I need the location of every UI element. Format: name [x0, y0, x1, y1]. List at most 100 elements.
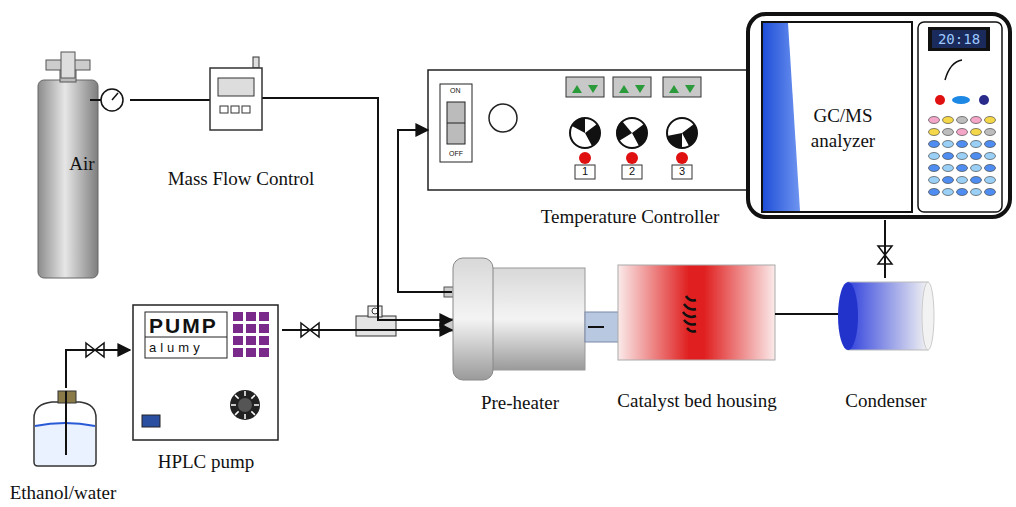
air-cylinder-part [90, 99, 101, 101]
temperature-controller: Temperature Controller [428, 70, 832, 228]
node-label: Ethanol/water [10, 482, 117, 504]
keypad-part [957, 153, 968, 160]
control-module-part [579, 152, 591, 164]
control-module [663, 77, 701, 179]
gc-ms-analyzer-part [945, 60, 962, 80]
gc-ms-analyzer-part [748, 14, 1010, 217]
switch-label: ON [450, 87, 461, 94]
keypad-part [943, 117, 954, 124]
gc-ms-analyzer-part [935, 95, 945, 105]
keypad-part [929, 141, 940, 148]
control-module-part [616, 121, 646, 146]
air-cylinder-part [112, 93, 118, 100]
keypad-part [971, 177, 982, 184]
keypad-part [246, 336, 256, 345]
keypad-part [233, 348, 243, 357]
node-label: Catalyst bed housing [617, 390, 776, 412]
keypad-part [943, 177, 954, 184]
keypad-part [985, 177, 996, 184]
connecting-tube [585, 312, 620, 342]
pump-knob-part [231, 404, 236, 406]
mass-flow-controller [148, 57, 334, 130]
keypad-part [246, 324, 256, 333]
control-module [613, 77, 651, 179]
air-cylinder [38, 52, 123, 278]
gc-ms-analyzer-part [918, 22, 1002, 212]
gc-ms-analyzer [748, 14, 1010, 217]
keypad-part [929, 165, 940, 172]
keypad-part [957, 141, 968, 148]
keypad-part [957, 165, 968, 172]
node-label: Condenser [845, 390, 926, 412]
gc-ms-analyzer-part [952, 96, 970, 104]
control-module-part [622, 165, 642, 179]
node-label: Air [69, 153, 94, 175]
keypad-part [943, 141, 954, 148]
catalyst-bed-part [683, 296, 696, 332]
channel-number: 2 [622, 166, 642, 177]
keypad-part [971, 141, 982, 148]
air-cylinder-part [101, 89, 123, 111]
node-label: Pre-heater [481, 392, 559, 414]
pre-heater [444, 258, 585, 380]
keypad-part [929, 153, 940, 160]
catalyst-bed [618, 265, 790, 360]
pump-knob-part [235, 411, 239, 415]
pipe-connector [66, 350, 130, 388]
display-text: PUMP [149, 315, 218, 336]
node-label: Temperature Controller [541, 206, 720, 228]
pump-knob-part [230, 390, 260, 420]
temperature-controller-unit-part [489, 104, 517, 132]
keypad-part [985, 141, 996, 148]
pump-knob-part [254, 404, 259, 406]
gc-ms-analyzer-part [932, 30, 986, 48]
keypad-part [259, 324, 269, 333]
gc-ms-analyzer-part [763, 23, 800, 211]
control-module-part [626, 152, 638, 164]
keypad-part [929, 177, 940, 184]
mass-flow-controller-part [253, 57, 259, 68]
keypad [233, 312, 269, 357]
pipe-connector [334, 98, 452, 320]
keypad-part [985, 165, 996, 172]
control-module-part [575, 165, 595, 179]
feed-bottle: Ethanol/water [6, 388, 121, 504]
keypad-part [929, 117, 940, 124]
pump-knob-part [238, 398, 252, 412]
control-module-part [667, 118, 697, 148]
mass-flow-controller-part [231, 106, 239, 113]
pipe-connector [790, 313, 836, 315]
keypad-part [957, 117, 968, 124]
keypad-part [971, 189, 982, 196]
node-label: Mass Flow Control [168, 168, 315, 190]
control-module-part [663, 77, 701, 97]
solution-bottle [34, 391, 96, 466]
keypad-part [957, 129, 968, 136]
condenser-part [848, 282, 928, 350]
air-cylinder-part [38, 80, 98, 278]
control-module [566, 77, 604, 179]
node-label: GC/MS analyzer [783, 104, 903, 153]
connecting-tube-part [585, 312, 620, 342]
keypad-part [985, 189, 996, 196]
keypad-part [246, 312, 256, 321]
keypad-part [943, 189, 954, 196]
keypad-part [246, 348, 256, 357]
hplc-pump-part [145, 312, 227, 358]
mass-flow-controller-part [262, 97, 334, 99]
clock-display: 20:18 [934, 32, 984, 46]
switch-label: OFF [449, 150, 463, 157]
temperature-controller-unit-part [440, 84, 472, 162]
keypad-part [971, 129, 982, 136]
control-module-part [617, 118, 647, 148]
pump-knob-part [251, 411, 255, 415]
pump-knob-part [244, 391, 246, 396]
mass-flow-controller-part [242, 106, 250, 113]
flow-controller: Mass Flow Control [148, 64, 334, 190]
keypad-part [943, 165, 954, 172]
pump-knob-part [235, 395, 239, 399]
pre-heater-part [453, 258, 493, 380]
keypad-part [233, 312, 243, 321]
